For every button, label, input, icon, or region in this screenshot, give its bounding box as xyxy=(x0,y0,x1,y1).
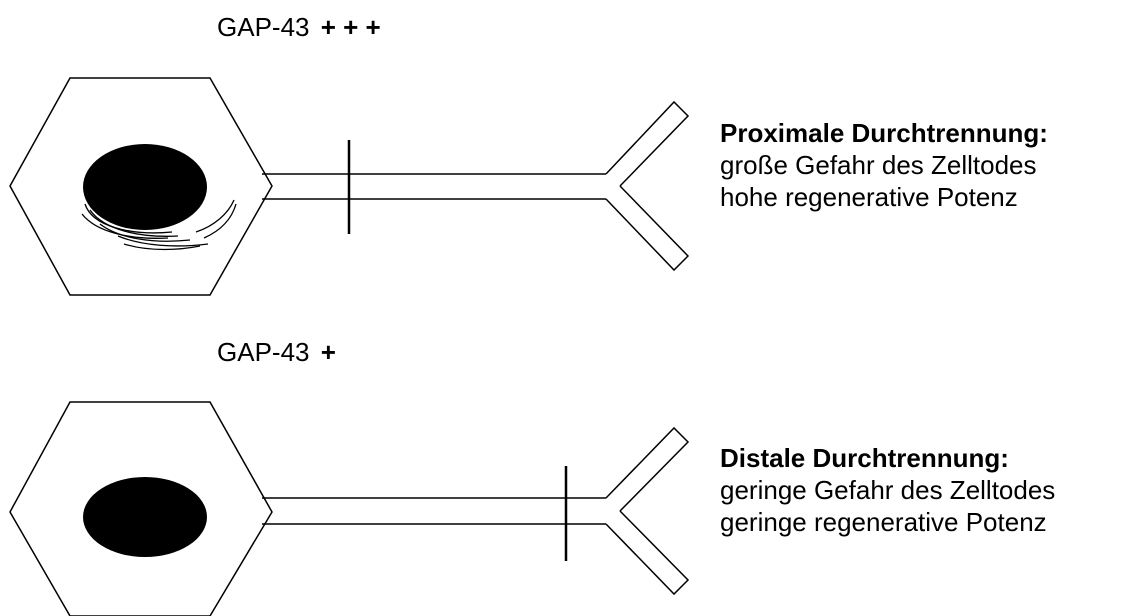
caption-title: Distale Durchtrennung: xyxy=(720,443,1009,473)
cell-body xyxy=(9,401,273,616)
gap43-label: GAP-43 xyxy=(217,12,310,42)
terminal-branch-lower xyxy=(605,185,690,272)
nucleus xyxy=(83,144,207,230)
chromatolysis-marks xyxy=(81,199,237,251)
proximal-caption: Proximale Durchtrennung: große Gefahr de… xyxy=(720,117,1048,213)
caption-line-death-risk: große Gefahr des Zelltodes xyxy=(720,150,1037,180)
caption-line-regeneration: hohe regenerative Potenz xyxy=(720,182,1018,212)
terminal-branch-upper xyxy=(605,426,690,512)
distal-caption: Distale Durchtrennung: geringe Gefahr de… xyxy=(720,442,1055,538)
distal-transection-panel: GAP-43 + Distale Durchtrennung: geringe … xyxy=(0,308,1141,616)
proximal-transection-panel: GAP-43 + + + Proximale Durchtrennung: gr… xyxy=(9,12,1048,296)
gap43-marker-label: GAP-43 + + + xyxy=(217,12,381,42)
caption-line-regeneration: geringe regenerative Potenz xyxy=(720,507,1047,537)
neuron-diagram-distal xyxy=(9,401,690,616)
caption-title: Proximale Durchtrennung: xyxy=(720,118,1048,148)
terminal-branch-lower xyxy=(605,510,690,596)
gap43-level: + xyxy=(320,337,336,367)
nucleus xyxy=(83,477,207,557)
gap43-marker-label: GAP-43 + xyxy=(217,337,336,367)
gap43-level: + + + xyxy=(320,12,381,42)
neuron-diagram-proximal xyxy=(9,77,690,296)
cell-body xyxy=(9,77,273,296)
gap43-label: GAP-43 xyxy=(217,337,310,367)
terminal-branch-upper xyxy=(605,100,690,187)
caption-line-death-risk: geringe Gefahr des Zelltodes xyxy=(720,475,1056,505)
